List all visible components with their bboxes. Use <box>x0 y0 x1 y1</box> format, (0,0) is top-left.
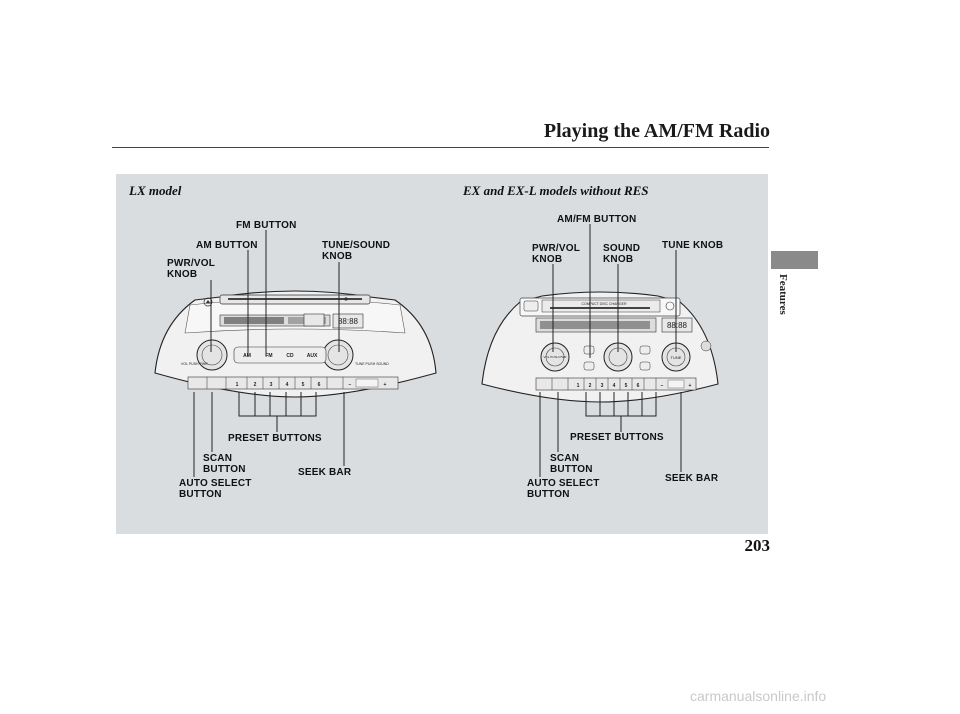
lx-aux-button: AUX <box>307 353 318 359</box>
ex-radio-unit: COMPACT DISC CHANGER 88:88 VOL PUSH PWR … <box>481 291 719 403</box>
ex-knob-left-caption: VOL PUSH PWR <box>544 355 568 359</box>
lx-preset-1-label: 1 <box>236 382 239 388</box>
section-tab-label: Features <box>777 274 789 315</box>
ex-preset-6-label: 6 <box>637 383 640 389</box>
lx-leader-presets <box>238 392 317 432</box>
ex-callout-am-fm-button: AM/FM BUTTON <box>557 214 637 225</box>
svg-text:−: − <box>349 382 352 388</box>
ex-disc-label: COMPACT DISC CHANGER <box>582 302 627 306</box>
page-title: Playing the AM/FM Radio <box>543 120 770 142</box>
watermark: carmanualsonline.info <box>690 688 827 704</box>
lx-callout-tune-sound-knob: TUNE/SOUND KNOB <box>322 240 391 262</box>
lx-callout-preset-buttons: PRESET BUTTONS <box>228 433 322 444</box>
ex-callout-preset-buttons: PRESET BUTTONS <box>570 432 664 443</box>
ex-callout-scan-button: SCAN BUTTON <box>550 453 593 475</box>
lx-callout-fm-button: FM BUTTON <box>236 220 297 231</box>
lx-preset-3-label: 3 <box>270 382 273 388</box>
ex-callout-pwr-vol-knob: PWR/VOL KNOB <box>532 243 581 265</box>
section-tab <box>771 251 818 269</box>
lx-callout-am-button: AM BUTTON <box>196 240 258 251</box>
ex-callout-auto-select-button: AUTO SELECT BUTTON <box>527 478 600 500</box>
ex-preset-5-label: 5 <box>625 383 628 389</box>
lx-knob-right-caption: TUNE PUSH SOUND <box>355 362 389 366</box>
ex-callout-seek-bar: SEEK BAR <box>665 473 719 484</box>
lx-callout-scan-button: SCAN BUTTON <box>203 453 246 475</box>
ex-model-label: EX and EX-L models without RES <box>463 183 649 198</box>
lx-preset-5-label: 5 <box>302 382 305 388</box>
ex-callout-tune-knob: TUNE KNOB <box>662 240 724 251</box>
lx-knob-left-caption: VOL PUSH PWR <box>181 362 208 366</box>
header-rule <box>112 147 769 148</box>
svg-text:−: − <box>661 383 664 389</box>
lx-model-label: LX model <box>129 183 182 198</box>
ex-callout-sound-knob: SOUND KNOB <box>603 243 641 265</box>
lx-radio-unit: 88:88 VOL PUSH PWR TUNE PUSH SOUND AM FM… <box>154 290 437 398</box>
ex-preset-1-label: 1 <box>577 383 580 389</box>
ex-preset-3-label: 3 <box>601 383 604 389</box>
lx-preset-6-label: 6 <box>318 382 321 388</box>
lx-callout-auto-select-button: AUTO SELECT BUTTON <box>179 478 252 500</box>
svg-text:+: + <box>384 382 387 388</box>
ex-knob-right-caption: TUNE <box>671 355 682 360</box>
lx-callout-seek-bar: SEEK BAR <box>298 467 352 478</box>
lx-preset-4-label: 4 <box>286 382 289 388</box>
ex-preset-4-label: 4 <box>613 383 616 389</box>
ex-display-clock: 88:88 <box>667 321 688 330</box>
svg-text:+: + <box>689 383 692 389</box>
lx-am-button: AM <box>243 353 251 359</box>
ex-preset-2-label: 2 <box>589 383 592 389</box>
lx-fm-button: FM <box>265 353 272 359</box>
ex-leader-presets <box>585 392 657 432</box>
lx-display-clock: 88:88 <box>338 317 359 326</box>
lx-cd-button: CD <box>286 353 294 359</box>
page-number: 203 <box>744 536 771 555</box>
lx-preset-2-label: 2 <box>254 382 257 388</box>
lx-callout-pwr-vol-knob: PWR/VOL KNOB <box>167 258 216 280</box>
